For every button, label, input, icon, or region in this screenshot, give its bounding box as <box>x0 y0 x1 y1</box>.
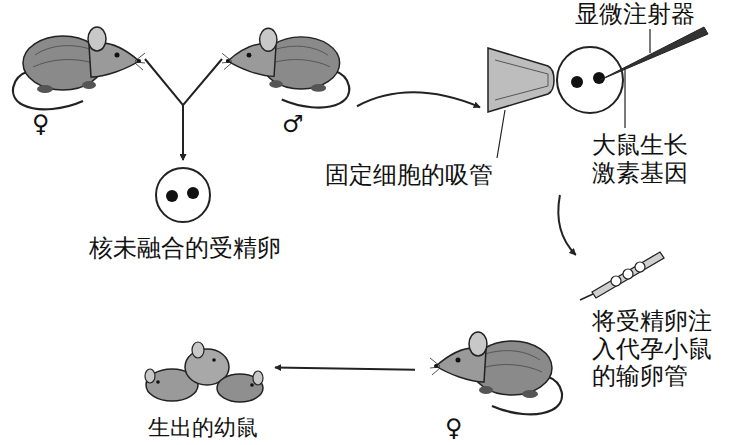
flow-arrow <box>357 92 480 107</box>
figure-label: 固定细胞的吸管 <box>325 162 493 190</box>
leader-line <box>624 67 625 128</box>
figure-label: ♂ <box>282 111 304 139</box>
mouse-figure: ♂ <box>222 5 357 140</box>
flow-arrow <box>183 59 222 160</box>
holding-pipette <box>488 48 554 112</box>
pups-figure: 生出的幼鼠 <box>130 325 275 443</box>
transfer-pipette <box>592 252 664 298</box>
figure-label: 将受精卵注入代孕小鼠的输卵管 <box>592 308 714 391</box>
figure-label: ♀ <box>32 111 50 139</box>
flow-arrow <box>558 195 575 255</box>
pups <box>145 342 263 402</box>
egg-figure: 核未融合的受精卵 <box>60 160 310 265</box>
injection-figure: 显微注射器固定细胞的吸管大鼠生长激素基因 <box>480 0 750 195</box>
injection-needle <box>600 27 708 80</box>
mouse-figure: ♀ <box>5 5 145 140</box>
egg-cell <box>557 47 623 113</box>
leader-line <box>649 29 650 53</box>
surrogate-figure: ♀ 将受精卵注入代孕小鼠的输卵管 <box>415 255 750 443</box>
figure-label: 显微注射器 <box>575 1 695 29</box>
figure-label: ♀ <box>445 415 463 443</box>
figure-label: 大鼠生长激素基因 <box>592 132 694 187</box>
female-mouse <box>13 27 145 109</box>
figure-label: 生出的幼鼠 <box>135 415 270 440</box>
flow-arrow <box>275 367 415 369</box>
male-mouse <box>222 28 349 107</box>
flow-arrow <box>145 59 183 160</box>
egg-cell <box>156 168 210 222</box>
figure-label: 核未融合的受精卵 <box>60 235 310 263</box>
surrogate-mouse <box>430 332 562 414</box>
leader-line <box>497 110 505 158</box>
